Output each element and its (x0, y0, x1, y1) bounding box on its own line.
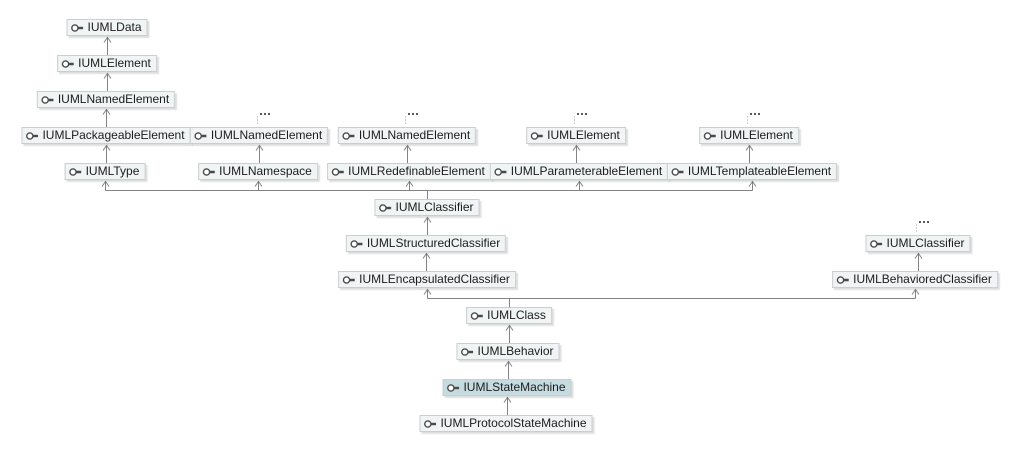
node-iumlnamedelement[interactable]: IUMLNamedElement (189, 127, 329, 144)
node-iumlstructuredclassifier[interactable]: IUMLStructuredClassifier (345, 235, 507, 252)
interface-lollipop-icon (671, 167, 685, 177)
interface-lollipop-icon (460, 347, 474, 357)
inheritance-edge (101, 180, 757, 200)
inheritance-edge (422, 252, 431, 272)
node-label: IUMLTemplateableElement (687, 164, 832, 178)
inheritance-edge (505, 324, 514, 344)
ellipsis-more-ancestors (747, 113, 760, 126)
node-iumlnamespace[interactable]: IUMLNamespace (198, 163, 318, 180)
interface-lollipop-icon (703, 131, 717, 141)
node-label: IUMLRedefinableElement (348, 164, 485, 178)
interface-lollipop-icon (194, 131, 208, 141)
interface-lollipop-icon (494, 167, 508, 177)
node-label: IUMLData (87, 20, 142, 34)
interface-lollipop-icon (869, 239, 883, 249)
node-label: IUMLClassifier (886, 236, 965, 250)
node-label: IUMLNamespace (219, 164, 312, 178)
node-label: IUMLBehavioredClassifier (853, 272, 992, 286)
interface-lollipop-icon (202, 167, 216, 177)
node-iumlelement[interactable]: IUMLElement (699, 127, 799, 144)
node-iumlclassifier[interactable]: IUMLClassifier (374, 199, 480, 216)
node-iumltype[interactable]: IUMLType (64, 163, 146, 180)
node-iumlbehavior[interactable]: IUMLBehavior (456, 343, 560, 360)
node-iumlstatemachine[interactable]: IUMLStateMachine (442, 379, 572, 396)
inheritance-edge (103, 72, 112, 92)
inheritance-edge (255, 144, 264, 164)
inheritance-edge (102, 144, 111, 164)
node-iumlprotocolstatemachine[interactable]: IUMLProtocolStateMachine (419, 415, 593, 432)
node-iumltemplateableelement[interactable]: IUMLTemplateableElement (666, 163, 838, 180)
interface-lollipop-icon (70, 23, 84, 33)
inheritance-edge (102, 108, 111, 128)
interface-lollipop-icon (69, 167, 83, 177)
node-iumlclass[interactable]: IUMLClass (466, 307, 552, 324)
node-iumlnamedelement[interactable]: IUMLNamedElement (36, 91, 176, 108)
interface-lollipop-icon (350, 239, 364, 249)
node-iumlelement[interactable]: IUMLElement (526, 127, 626, 144)
node-label: IUMLElement (720, 128, 793, 142)
node-label: IUMLStateMachine (463, 380, 566, 394)
interface-lollipop-icon (342, 131, 356, 141)
inheritance-edge (504, 360, 513, 380)
node-label: IUMLClassifier (395, 200, 474, 214)
interface-lollipop-icon (61, 59, 75, 69)
node-label: IUMLNamedElement (57, 92, 170, 106)
ellipsis-more-ancestors (405, 113, 418, 126)
inheritance-edge (423, 216, 432, 236)
inheritance-edge (914, 252, 923, 272)
interface-lollipop-icon (470, 311, 484, 321)
interface-lollipop-icon (25, 131, 39, 141)
node-label: IUMLElement (78, 56, 151, 70)
inheritance-edge (572, 144, 581, 164)
node-label: IUMLClass (487, 308, 546, 322)
node-label: IUMLProtocolStateMachine (440, 416, 587, 430)
node-label: IUMLNamedElement (358, 128, 471, 142)
node-iumlredefinableelement[interactable]: IUMLRedefinableElement (327, 163, 491, 180)
ellipsis-more-ancestors (257, 113, 270, 126)
node-iumlclassifier[interactable]: IUMLClassifier (865, 235, 971, 252)
node-label: IUMLElement (547, 128, 620, 142)
interface-lollipop-icon (378, 203, 392, 213)
node-iumlbehavioredclassifier[interactable]: IUMLBehavioredClassifier (832, 271, 998, 288)
node-label: IUMLPackageableElement (42, 128, 185, 142)
ellipsis-more-ancestors (916, 221, 929, 234)
node-label: IUMLNamedElement (210, 128, 323, 142)
node-iumldata[interactable]: IUMLData (66, 19, 148, 36)
node-iumlparameterableelement[interactable]: IUMLParameterableElement (489, 163, 669, 180)
node-iumlelement[interactable]: IUMLElement (57, 55, 157, 72)
node-label: IUMLBehavior (477, 344, 554, 358)
interface-lollipop-icon (423, 419, 437, 429)
node-label: IUMLEncapsulatedClassifier (359, 272, 510, 286)
node-label: IUMLStructuredClassifier (366, 236, 501, 250)
interface-lollipop-icon (446, 383, 460, 393)
interface-lollipop-icon (342, 275, 356, 285)
inheritance-edge (103, 36, 112, 56)
node-iumlencapsulatedclassifier[interactable]: IUMLEncapsulatedClassifier (338, 271, 516, 288)
interface-lollipop-icon (530, 131, 544, 141)
interface-lollipop-icon (41, 95, 55, 105)
interface-lollipop-icon (836, 275, 850, 285)
ellipsis-more-ancestors (574, 113, 587, 126)
node-label: IUMLType (85, 164, 140, 178)
node-iumlnamedelement[interactable]: IUMLNamedElement (337, 127, 477, 144)
inheritance-edge (403, 144, 412, 164)
node-label: IUMLParameterableElement (510, 164, 663, 178)
inheritance-edge (745, 144, 754, 164)
inheritance-edge (423, 288, 920, 308)
node-iumlpackageableelement[interactable]: IUMLPackageableElement (21, 127, 191, 144)
inheritance-edge (503, 396, 512, 416)
interface-lollipop-icon (331, 167, 345, 177)
